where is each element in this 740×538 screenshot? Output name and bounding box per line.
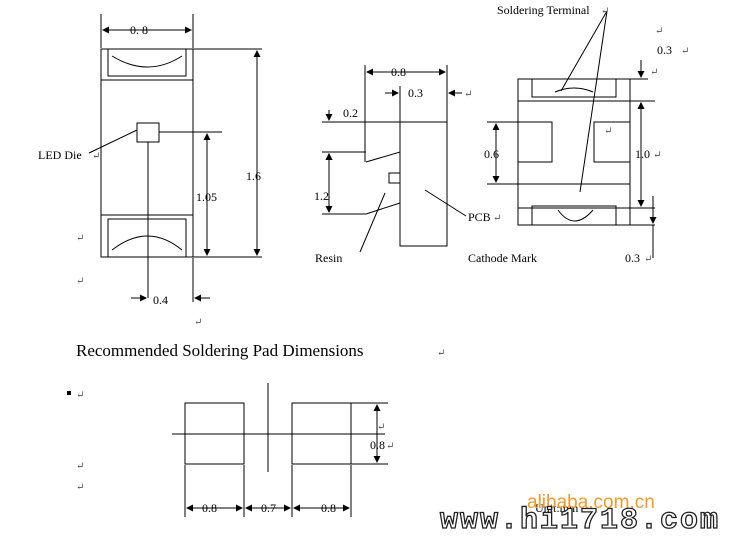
svg-text:↵: ↵ [655, 26, 663, 37]
back-view-body [517, 78, 631, 226]
gap-label: 0.6 [484, 147, 499, 161]
top-offset-label: 0.2 [343, 106, 358, 120]
cathode-mark-label: Cathode Mark [468, 251, 537, 265]
svg-text:↵: ↵ [464, 89, 472, 100]
watermark-brand: alibaba.com.cn [527, 492, 655, 513]
front-view-body [100, 48, 194, 258]
die-height-label: 1.05 [196, 190, 217, 204]
svg-text:↵: ↵ [377, 422, 385, 433]
front-terminal-bottom [111, 235, 183, 251]
front-width-label: 0. 8 [130, 23, 148, 37]
back-terminal-bottom [557, 209, 594, 222]
svg-text:↵: ↵ [386, 441, 394, 452]
die-offset-label: 0.4 [153, 293, 168, 307]
pad-gap-label: 0.7 [261, 501, 276, 515]
svg-text:↵: ↵ [194, 317, 202, 328]
back-terminal-top [554, 87, 594, 93]
svg-text:↵: ↵ [76, 461, 84, 472]
svg-text:↵: ↵ [493, 213, 501, 224]
side-pcb [399, 121, 448, 247]
front-view [88, 14, 262, 302]
pad-height-label: 0.8 [370, 438, 385, 452]
pcb-label: PCB [468, 210, 491, 224]
unit-label: Unit:mm [535, 501, 579, 515]
svg-text:↵: ↵ [650, 67, 658, 78]
soldering-terminal-label: Soldering Terminal [497, 3, 590, 17]
pad-layout [172, 383, 388, 517]
side-width-label: 0.8 [391, 65, 406, 79]
svg-text:↵: ↵ [92, 151, 100, 162]
top-terminal-label: 0.3 [657, 43, 672, 57]
svg-text:↵: ↵ [76, 390, 84, 401]
svg-text:↵: ↵ [437, 348, 445, 359]
front-height-label: 1.6 [246, 169, 261, 183]
watermark-site: www.hi1718.com [440, 504, 720, 538]
bottom-terminal-label: 0.3 [625, 251, 640, 265]
svg-text:↵: ↵ [644, 254, 652, 265]
svg-text:↵: ↵ [604, 126, 612, 137]
svg-text:↵: ↵ [601, 6, 609, 17]
svg-text:↵: ↵ [76, 276, 84, 287]
side-view [322, 65, 467, 253]
back-view [487, 10, 657, 258]
led-die-label: LED Die [38, 148, 82, 162]
middle-label: 1.0 [635, 147, 650, 161]
bullet-marker [67, 391, 71, 395]
resin-height-label: 1.2 [314, 189, 329, 203]
paragraph-marks: ↵ ↵ ↵ ↵ ↵ ↵ ↵ ↵ ↵ ↵ ↵ ↵ ↵ ↵ ↵ ↵ ↵ ↵ ↵ [76, 6, 689, 493]
front-terminal-top [111, 55, 183, 68]
pcb-thickness-label: 0.3 [408, 86, 423, 100]
pad-width-right-label: 0.8 [321, 501, 336, 515]
svg-text:↵: ↵ [76, 482, 84, 493]
svg-text:↵: ↵ [653, 150, 661, 161]
led-die [136, 122, 160, 143]
svg-text:↵: ↵ [681, 46, 689, 57]
section-title: Recommended Soldering Pad Dimensions [76, 341, 364, 360]
pad-width-left-label: 0.8 [202, 501, 217, 515]
svg-text:↵: ↵ [76, 233, 84, 244]
resin-label: Resin [315, 251, 342, 265]
